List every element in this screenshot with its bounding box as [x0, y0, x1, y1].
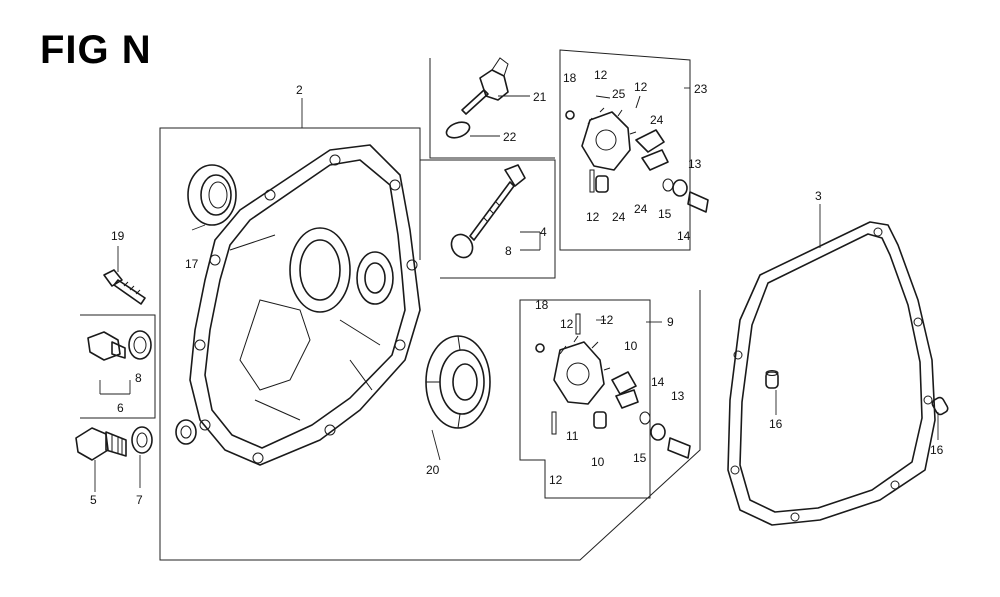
filler-gasket: [445, 121, 471, 139]
callout-12: 12: [594, 68, 608, 82]
callout-labels: 2 3 4 5 6 7 8 8 9 10 10 11 12 12 12 12 1…: [90, 68, 944, 507]
oil-drain-plug: [87, 330, 152, 361]
governor-group-box: [559, 49, 691, 251]
callout-22: 22: [503, 130, 517, 144]
callout-11: 11: [566, 429, 579, 443]
drain-bolt: [75, 427, 127, 461]
crankcase-cover: [189, 144, 421, 466]
callout-8: 8: [135, 371, 142, 385]
callout-10: 10: [624, 339, 638, 353]
oil-level-gauge: [450, 164, 526, 259]
callout-8: 8: [505, 244, 512, 258]
callout-13: 13: [671, 389, 685, 403]
callout-12: 12: [549, 473, 563, 487]
callout-4: 4: [540, 225, 547, 239]
callout-18: 18: [535, 298, 549, 312]
callout-24: 24: [634, 202, 648, 216]
dowel-pin: [765, 370, 779, 389]
callout-2: 2: [296, 83, 303, 97]
callout-12: 12: [586, 210, 600, 224]
callout-9: 9: [667, 315, 674, 329]
callout-23: 23: [694, 82, 708, 96]
callout-24: 24: [650, 113, 664, 127]
callout-12: 12: [600, 313, 614, 327]
callout-20: 20: [426, 463, 440, 477]
callout-12: 12: [560, 317, 574, 331]
ball-bearing: [425, 335, 491, 429]
oil-filler-cap: [461, 57, 509, 115]
oil-pump-assembly: [535, 313, 691, 459]
oil-filler-group-box: [429, 58, 555, 159]
callout-15: 15: [633, 451, 647, 465]
drain-plug-group-box: [80, 314, 156, 419]
callout-13: 13: [688, 157, 702, 171]
crankcase-group-box: [159, 127, 701, 561]
oil-seal: [187, 164, 237, 226]
dipstick-group-box: [420, 159, 556, 279]
governor-assembly: [565, 95, 709, 213]
callout-21: 21: [533, 90, 547, 104]
callout-19: 19: [111, 229, 125, 243]
callout-12: 12: [634, 80, 648, 94]
small-oil-seal: [175, 419, 197, 445]
callout-17: 17: [185, 257, 199, 271]
callout-6: 6: [117, 401, 124, 415]
callout-18: 18: [563, 71, 577, 85]
callout-14: 14: [677, 229, 691, 243]
figure-title: FIG N: [40, 28, 152, 72]
callout-5: 5: [90, 493, 97, 507]
crankcase-box-right-edge: [300, 127, 421, 260]
callout-16: 16: [930, 443, 944, 457]
callout-16: 16: [769, 417, 783, 431]
callout-15: 15: [658, 207, 672, 221]
flange-bolt: [103, 269, 146, 305]
callout-3: 3: [815, 189, 822, 203]
callout-14: 14: [651, 375, 665, 389]
callout-24: 24: [612, 210, 626, 224]
case-gasket: [727, 221, 936, 526]
callout-7: 7: [136, 493, 143, 507]
oil-pump-group-box: [519, 299, 651, 499]
sealing-washer: [131, 426, 153, 454]
callout-10: 10: [591, 455, 605, 469]
dowel-pin: [931, 396, 949, 416]
callout-25: 25: [612, 87, 626, 101]
leader-lines: [94, 87, 939, 492]
